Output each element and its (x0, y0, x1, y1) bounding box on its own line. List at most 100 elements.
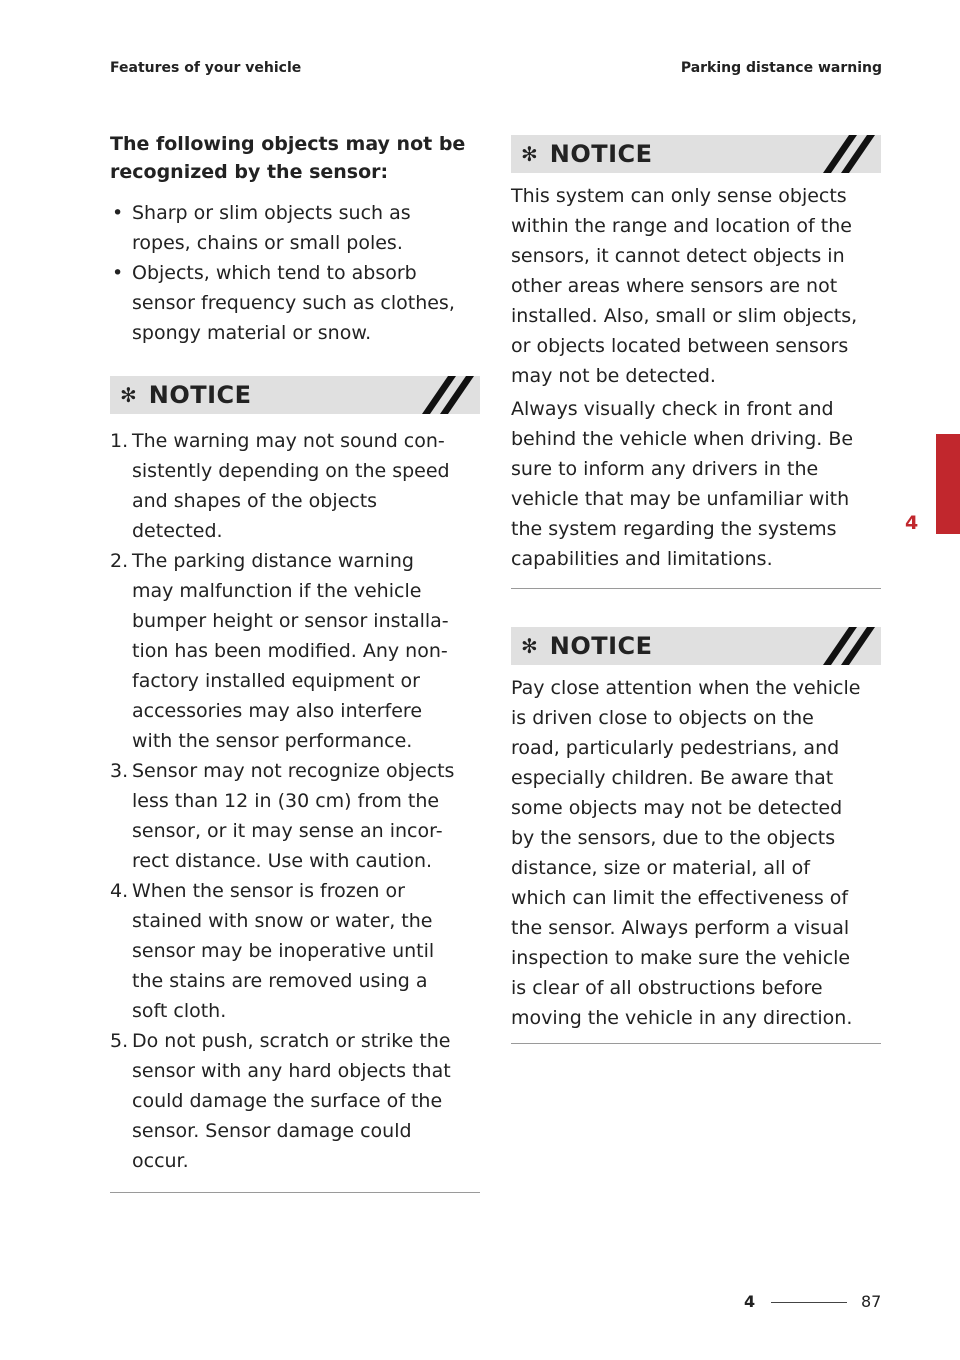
section-divider (110, 1192, 480, 1193)
notice-banner: ✻ NOTICE (110, 376, 480, 414)
item-number: 4. (110, 880, 129, 902)
list-item: 5. Do not push, scratch or strike the se… (110, 1026, 480, 1176)
page-number: 87 (861, 1292, 882, 1311)
text-line: The warning may not sound con- (132, 430, 445, 452)
text-line: with the sensor performance. (132, 730, 413, 752)
text-line: Pay close attention when the vehicle (511, 677, 861, 699)
item-number: 1. (110, 430, 129, 452)
stripes-icon (823, 627, 875, 665)
text-line: occur. (132, 1150, 189, 1172)
text-line: accessories may also interfere (132, 700, 423, 722)
text-line: sensor with any hard objects that (132, 1060, 451, 1082)
text-line: the sensor. Always perform a visual (511, 917, 850, 939)
right-column: ✻ NOTICE This system can only sense obje… (511, 135, 881, 1044)
text-line: road, particularly pedestrians, and (511, 737, 840, 759)
footer-divider (771, 1302, 847, 1303)
text-line: Do not push, scratch or strike the (132, 1030, 451, 1052)
text-line: rect distance. Use with caution. (132, 850, 433, 872)
text-line: and shapes of the objects (132, 490, 378, 512)
text-line: When the sensor is frozen or (132, 880, 405, 902)
list-item: 3. Sensor may not recognize objects less… (110, 756, 480, 876)
item-number: 3. (110, 760, 129, 782)
text-line: ropes, chains or small poles. (132, 232, 403, 254)
running-header-right: Parking distance warning (680, 60, 882, 76)
bullet-mark: • (112, 202, 124, 224)
footer-section-number: 4 (744, 1292, 756, 1311)
text-line: vehicle that may be unfamiliar with (511, 488, 850, 510)
running-header-left: Features of your vehicle (110, 60, 302, 76)
bullet-mark: • (112, 262, 124, 284)
section-subheading: The following objects may not be recogni… (110, 130, 480, 186)
text-line: stained with snow or water, the (132, 910, 433, 932)
stripes-icon (422, 376, 474, 414)
text-line: some objects may not be detected (511, 797, 843, 819)
text-line: is clear of all obstructions before (511, 977, 823, 999)
text-line: bumper height or sensor installa- (132, 610, 449, 632)
numbered-list: 1. The warning may not sound con- sisten… (110, 426, 480, 1176)
notice-paragraph: This system can only sense objects withi… (511, 181, 881, 391)
text-line: sensor may be inoperative until (132, 940, 435, 962)
notice-title: NOTICE (549, 140, 653, 168)
item-number: 5. (110, 1030, 129, 1052)
text-line: or objects located between sensors (511, 335, 849, 357)
list-item: 2. The parking distance warning may malf… (110, 546, 480, 756)
text-line: sensor, or it may sense an incor- (132, 820, 443, 842)
section-divider (511, 1043, 881, 1044)
bullet-list: • Sharp or slim objects such as ropes, c… (110, 198, 480, 348)
text-line: tion has been modified. Any non- (132, 640, 448, 662)
text-line: capabilities and limitations. (511, 548, 773, 570)
text-line: sensors, it cannot detect objects in (511, 245, 845, 267)
notice-paragraph: Always visually check in front and behin… (511, 394, 881, 574)
text-line: Objects, which tend to absorb (132, 262, 417, 284)
notice-title: NOTICE (148, 381, 252, 409)
text-line: other areas where sensors are not (511, 275, 838, 297)
text-line: This system can only sense objects (511, 185, 847, 207)
left-column: The following objects may not be recogni… (110, 130, 480, 1193)
text-line: sure to inform any drivers in the (511, 458, 819, 480)
text-line: moving the vehicle in any direction. (511, 1007, 853, 1029)
stripes-icon (823, 135, 875, 173)
text-line: especially children. Be aware that (511, 767, 834, 789)
subheading-line: The following objects may not be (110, 133, 466, 155)
notice-title: NOTICE (549, 632, 653, 660)
text-line: Sharp or slim objects such as (132, 202, 411, 224)
text-line: installed. Also, small or slim objects, (511, 305, 858, 327)
text-line: Sensor may not recognize objects (132, 760, 455, 782)
section-divider (511, 588, 881, 589)
notice-banner: ✻ NOTICE (511, 135, 881, 173)
text-line: may malfunction if the vehicle (132, 580, 422, 602)
list-item: • Sharp or slim objects such as ropes, c… (110, 198, 480, 258)
list-item: 1. The warning may not sound con- sisten… (110, 426, 480, 546)
text-line: Always visually check in front and (511, 398, 834, 420)
text-line: within the range and location of the (511, 215, 852, 237)
text-line: less than 12 in (30 cm) from the (132, 790, 440, 812)
text-line: may not be detected. (511, 365, 716, 387)
chapter-number: 4 (905, 512, 919, 534)
text-line: is driven close to objects on the (511, 707, 814, 729)
asterisk-icon: ✻ (521, 634, 538, 658)
notice-banner: ✻ NOTICE (511, 627, 881, 665)
text-line: inspection to make sure the vehicle (511, 947, 851, 969)
chapter-tab (936, 434, 960, 534)
text-line: soft cloth. (132, 1000, 227, 1022)
text-line: factory installed equipment or (132, 670, 420, 692)
text-line: behind the vehicle when driving. Be (511, 428, 854, 450)
text-line: sistently depending on the speed (132, 460, 450, 482)
text-line: spongy material or snow. (132, 322, 372, 344)
text-line: detected. (132, 520, 223, 542)
item-number: 2. (110, 550, 129, 572)
text-line: sensor. Sensor damage could (132, 1120, 412, 1142)
subheading-line: recognized by the sensor: (110, 161, 389, 183)
text-line: the stains are removed using a (132, 970, 428, 992)
text-line: The parking distance warning (132, 550, 414, 572)
asterisk-icon: ✻ (120, 383, 137, 407)
asterisk-icon: ✻ (521, 142, 538, 166)
list-item: 4. When the sensor is frozen or stained … (110, 876, 480, 1026)
text-line: by the sensors, due to the objects (511, 827, 836, 849)
text-line: which can limit the effectiveness of (511, 887, 849, 909)
notice-paragraph: Pay close attention when the vehicle is … (511, 673, 881, 1033)
text-line: could damage the surface of the (132, 1090, 443, 1112)
list-item: • Objects, which tend to absorb sensor f… (110, 258, 480, 348)
text-line: distance, size or material, all of (511, 857, 810, 879)
text-line: sensor frequency such as clothes, (132, 292, 455, 314)
